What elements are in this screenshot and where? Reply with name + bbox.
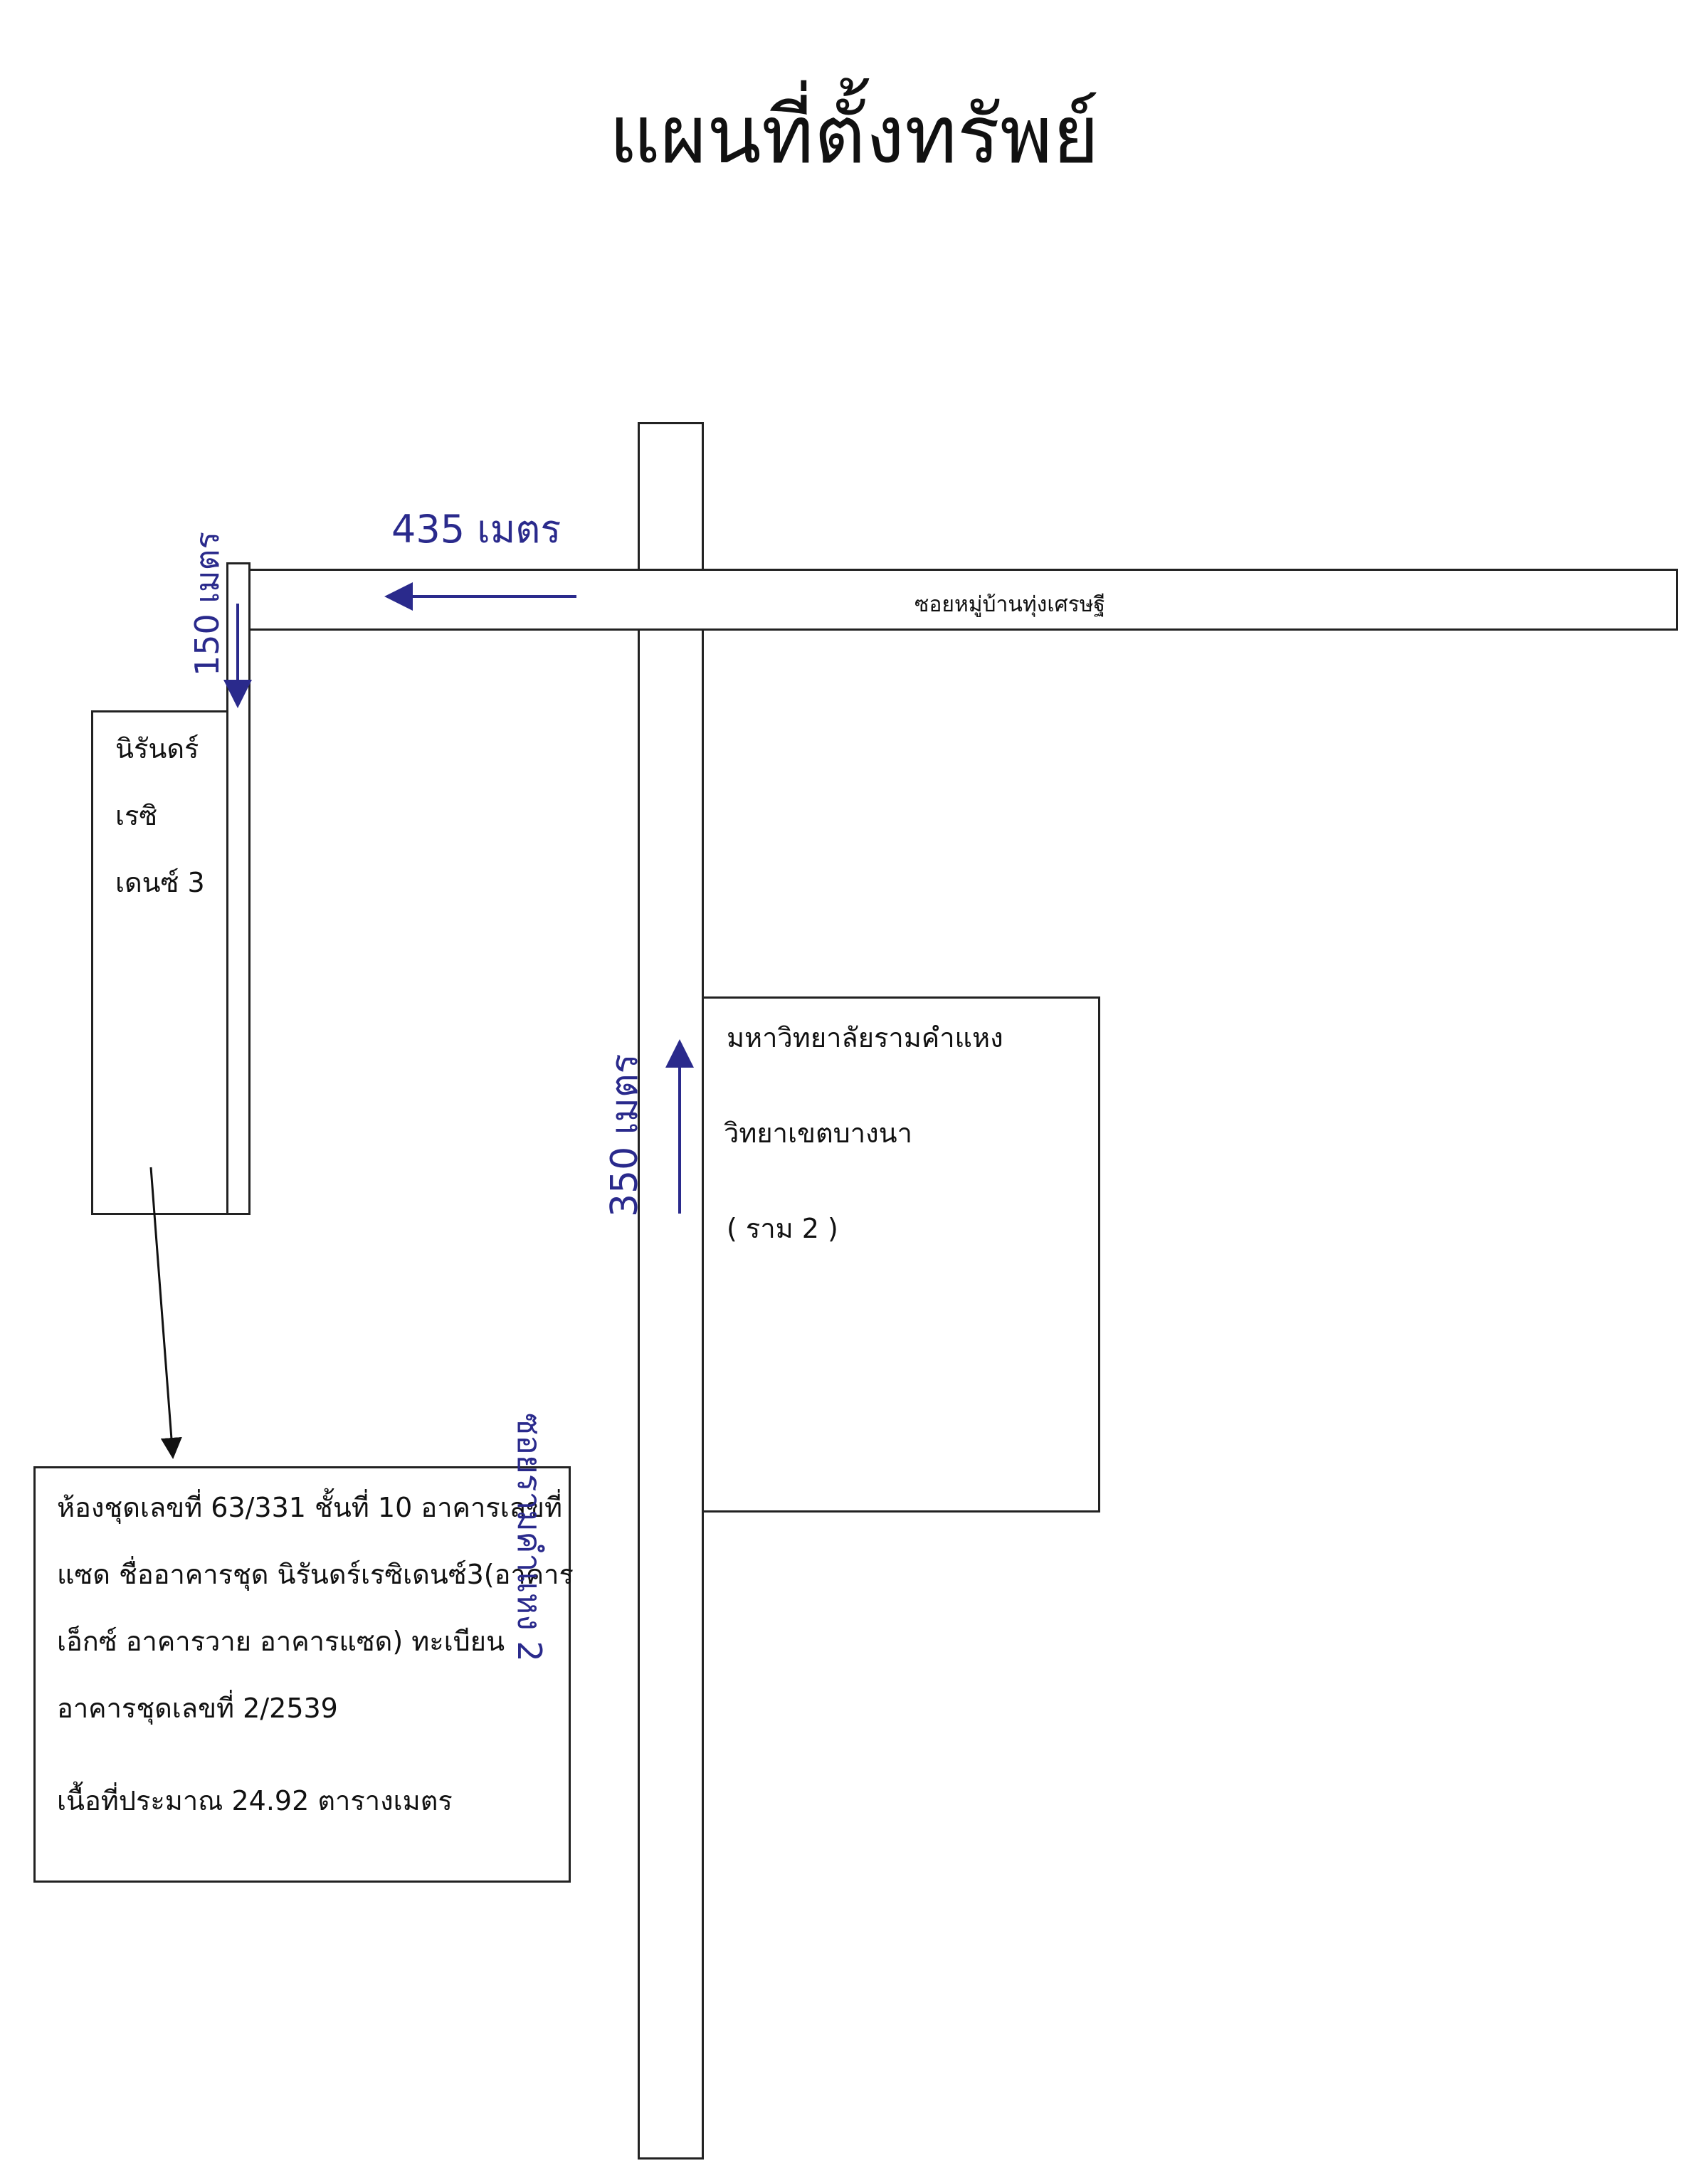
university-line-1: มหาวิทยาลัยรามคำแหง xyxy=(727,1022,1003,1053)
road-join-horizontal xyxy=(640,571,702,628)
vertical-road xyxy=(638,422,704,2160)
property-info-line-4: อาคารชุดเลขที่ 2/2539 xyxy=(57,1693,338,1724)
map-title: แผนที่ตั้งทรัพย์ xyxy=(608,89,1100,182)
vertical-road-label: ซอยรามคำแหง 2 xyxy=(510,1413,549,1662)
horizontal-road xyxy=(226,569,1678,631)
distance-main-vertical-label: 350 เมตร xyxy=(603,1053,646,1217)
condo-name-line-2: เรซิ xyxy=(115,800,158,831)
horizontal-road-label: ซอยหมู่บ้านทุ่งเศรษฐี xyxy=(914,592,1106,617)
property-info-box: ห้องชุดเลขที่ 63/331 ชั้นที่ 10 อาคารเลข… xyxy=(33,1466,574,1883)
property-info-line-3: เอ็กซ์ อาคารวาย อาคารแซด) ทะเบียน xyxy=(57,1626,505,1657)
distance-short-vertical-label: 150 เมตร xyxy=(188,531,226,676)
university-line-2: วิทยาเขตบางนา xyxy=(724,1117,912,1149)
condo-name-line-3: เดนซ์ 3 xyxy=(115,867,205,898)
condo-building: นิรันดร์ เรซิ เดนซ์ 3 xyxy=(91,710,228,1215)
university-building: มหาวิทยาลัยรามคำแหง วิทยาเขตบางนา ( ราม … xyxy=(702,996,1100,1513)
property-area: เนื้อที่ประมาณ 24.92 ตารางเมตร xyxy=(57,1785,453,1816)
distance-horizontal-label: 435 เมตร xyxy=(391,507,562,552)
property-info-line-2: แซด ชื่ออาคารชุด นิรันดร์เรซิเดนซ์3(อาคา… xyxy=(57,1559,574,1590)
university-line-3: ( ราม 2 ) xyxy=(727,1213,838,1244)
property-info-line-1: ห้องชุดเลขที่ 63/331 ชั้นที่ 10 อาคารเลข… xyxy=(57,1492,562,1523)
condo-name-line-1: นิรันดร์ xyxy=(115,733,199,764)
